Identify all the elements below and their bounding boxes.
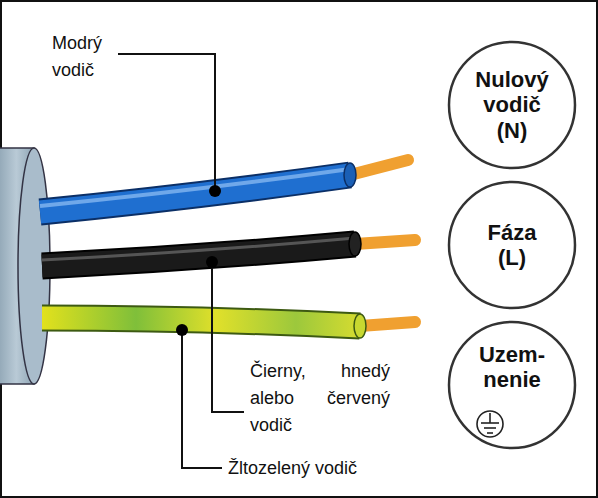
wire-label: Modrý vodič — [52, 30, 118, 84]
wire-label: Žltozelený vodič — [228, 455, 357, 482]
leader-dots — [176, 185, 221, 336]
node-label: Uzem- nenie — [472, 342, 552, 393]
wire-label: Čierny, hnedý alebo červený vodič — [250, 358, 390, 439]
circle-node: Nulový vodič (N) — [447, 40, 577, 170]
node-label: Nulový vodič (N) — [470, 67, 554, 143]
blue-wire — [40, 160, 408, 212]
leader-lines — [118, 54, 244, 468]
circle-border — [449, 322, 575, 448]
circle-border — [449, 42, 575, 168]
circle-border — [449, 182, 575, 308]
ground-symbol — [477, 411, 503, 437]
circle-node: Uzem- nenie — [447, 320, 577, 450]
circle-node: Fáza (L) — [447, 180, 577, 310]
black-wire — [42, 232, 415, 266]
yellow-green-wire — [42, 314, 415, 338]
node-label: Fáza (L) — [482, 220, 542, 271]
